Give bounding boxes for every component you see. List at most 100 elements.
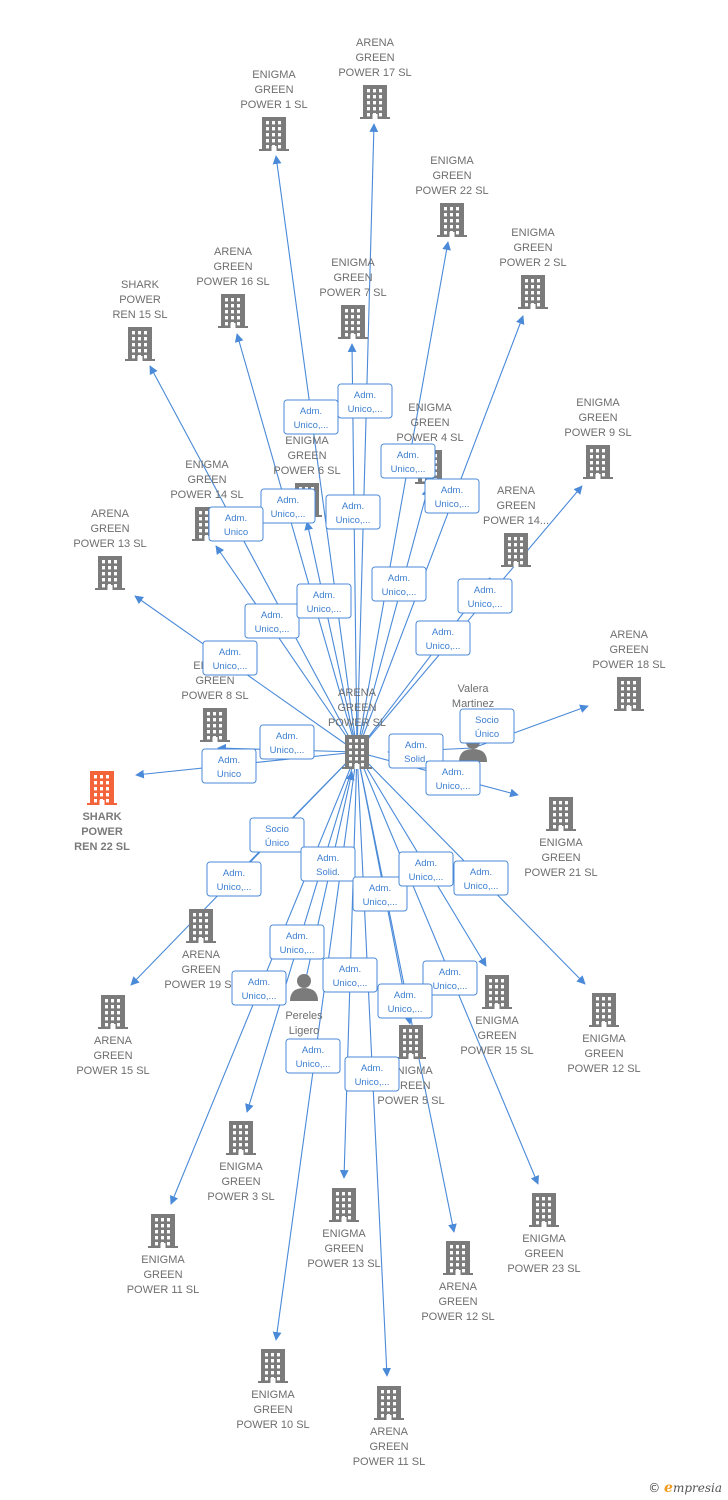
edge-label-center-c24[interactable]: Adm. Unico,...: [231, 970, 287, 1006]
edge-label-center-c12[interactable]: Adm.Unico,...: [415, 620, 471, 656]
edge-label-line: Adm.: [354, 390, 376, 401]
company-label-c9-line-1: ENIGMA: [576, 397, 620, 409]
edge-label-center-c26[interactable]: Adm.Unico,...: [422, 960, 478, 996]
edge-label-line: Adm.: [248, 977, 270, 988]
edge-label-line: Adm.: [432, 627, 454, 638]
company-label-c1-line-1: ENIGMA: [252, 69, 296, 81]
company-label-c22-line-2: GREEN: [391, 1080, 430, 1092]
company-building-icon-c12[interactable]: [501, 533, 531, 567]
company-label-c5-line-2: GREEN: [213, 261, 252, 273]
edge-label-center-c29[interactable]: Adm.Unico,...: [344, 1056, 400, 1092]
company-label-c2-line-2: GREEN: [355, 52, 394, 64]
company-building-icon-c25[interactable]: [329, 1188, 359, 1222]
company-building-icon-c22[interactable]: [396, 1025, 426, 1059]
edge-label-center-c16[interactable]: Adm.Unico: [201, 748, 257, 784]
edge-label-center-c11[interactable]: Adm.Unico,...: [244, 603, 300, 639]
edge-label-center-c2[interactable]: Adm.Unico,...: [337, 383, 393, 419]
edge-label-p1-center[interactable]: Adm.Solid.: [388, 733, 444, 769]
company-label-c27-line-3: POWER 12 SL: [421, 1311, 494, 1323]
company-building-icon-c6[interactable]: [125, 327, 155, 361]
company-building-icon-c18[interactable]: [186, 909, 216, 943]
company-label-c10-line-2: GREEN: [287, 450, 326, 462]
company-label-c7-line-3: POWER 7 SL: [319, 287, 386, 299]
edge-label-center-c6[interactable]: Adm.Unico: [208, 506, 264, 542]
edge-label-center-c15[interactable]: Adm.Unico,...: [259, 724, 315, 760]
edge-label-line: Adm.: [317, 853, 339, 864]
company-label-c4-line-1: ENIGMA: [511, 227, 555, 239]
company-building-icon-c28[interactable]: [258, 1349, 288, 1383]
center-company-building-icon[interactable]: [342, 735, 372, 769]
edge-label-center-c22[interactable]: Adm.Unico,...: [398, 851, 454, 887]
company-building-icon-c2[interactable]: [360, 85, 390, 119]
edge-label-center-c9[interactable]: Adm.Unico,...: [457, 578, 513, 614]
company-label-c14-line-1: ARENA: [610, 629, 649, 641]
company-label-c25-line-1: ENIGMA: [322, 1228, 366, 1240]
edge-label-center-c27[interactable]: Adm.Unico,...: [377, 983, 433, 1019]
edge-center-c4: [356, 315, 525, 753]
edge-label-center-c7[interactable]: Adm.Unico,...: [325, 494, 381, 530]
company-building-icon-c19[interactable]: [98, 995, 128, 1029]
edge-label-center-c13[interactable]: Adm.Unico,...: [202, 640, 258, 676]
company-building-icon-c23[interactable]: [226, 1121, 256, 1155]
company-label-c13-line-2: GREEN: [90, 523, 129, 535]
edge-label-center-c17[interactable]: Adm.Unico,...: [425, 760, 481, 796]
company-label-c9-line-3: POWER 9 SL: [564, 427, 631, 439]
company-building-icon-c20[interactable]: [482, 975, 512, 1009]
edge-label-center-c18[interactable]: Adm.Unico,...: [206, 861, 262, 897]
edge-label-center-c8[interactable]: Adm.Unico,...: [371, 566, 427, 602]
company-building-icon-c24[interactable]: [148, 1214, 178, 1248]
company-building-icon-c21[interactable]: [589, 993, 619, 1027]
company-label-c13-line-1: ARENA: [91, 508, 130, 520]
company-building-icon-c4[interactable]: [518, 275, 548, 309]
empresia-footer[interactable]: © empresia: [648, 1480, 722, 1496]
company-building-icon-c16[interactable]: [87, 771, 117, 805]
company-label-c2-line-3: POWER 17 SL: [338, 67, 411, 79]
company-building-icon-c13[interactable]: [95, 556, 125, 590]
company-label-c17-line-2: GREEN: [541, 852, 580, 864]
company-building-icon-c26[interactable]: [529, 1193, 559, 1227]
person-icon-p2[interactable]: [290, 974, 318, 1001]
edge-label-p2-center[interactable]: Adm.Solid.: [300, 846, 356, 882]
edge-center-c9: [356, 485, 583, 753]
company-building-icon-c3[interactable]: [437, 203, 467, 237]
edge-label-center-c20[interactable]: Adm.Unico,...: [269, 924, 325, 960]
company-label-c27-line-1: ARENA: [439, 1281, 478, 1293]
company-building-icon-c29[interactable]: [374, 1386, 404, 1420]
company-building-icon-c15[interactable]: [200, 708, 230, 742]
company-label-c21-line-3: POWER 12 SL: [567, 1063, 640, 1075]
edge-label-center-c5[interactable]: Adm.Unico,...: [260, 488, 316, 524]
company-building-icon-c5[interactable]: [218, 294, 248, 328]
edge-label-center-c4[interactable]: Adm.Unico,...: [424, 478, 480, 514]
edge-label-line: Unico,...: [217, 882, 252, 893]
company-label-c20-line-3: POWER 15 SL: [460, 1045, 533, 1057]
company-building-icon-c17[interactable]: [546, 797, 576, 831]
company-building-icon-c27[interactable]: [443, 1241, 473, 1275]
edge-label-center-c23[interactable]: Adm.Unico,...: [453, 860, 509, 896]
company-label-c26-line-3: POWER 23 SL: [507, 1263, 580, 1275]
company-building-icon-c1[interactable]: [259, 117, 289, 151]
edge-center-c1: [272, 155, 358, 753]
company-building-icon-c7[interactable]: [338, 305, 368, 339]
empresia-logo-text: mpresia: [672, 1481, 722, 1495]
edge-label-line: Unico,...: [242, 991, 277, 1002]
company-label-c27-line-2: GREEN: [438, 1296, 477, 1308]
edge-label-center-c1[interactable]: Adm.Unico,...: [283, 399, 339, 435]
edge-label-line: Unico,...: [294, 420, 329, 431]
edge-label-line: Unico,...: [271, 509, 306, 520]
edge-label-center-c25[interactable]: Adm.Unico,...: [322, 957, 378, 993]
edge-label-center-c10[interactable]: Adm.Unico,...: [296, 583, 352, 619]
edge-label-center-c21[interactable]: Adm.Unico,...: [352, 876, 408, 912]
edge-label-line: Unico,...: [307, 604, 342, 615]
company-label-c18-line-3: POWER 19 SL: [164, 979, 237, 991]
company-label-c4-line-2: GREEN: [513, 242, 552, 254]
company-label-c26-line-2: GREEN: [524, 1248, 563, 1260]
company-label-c5-line-3: POWER 16 SL: [196, 276, 269, 288]
edge-label-line: Adm.: [342, 501, 364, 512]
edge-label-center-c28[interactable]: Adm.Unico,...: [285, 1038, 341, 1074]
company-building-icon-c14[interactable]: [614, 677, 644, 711]
company-building-icon-c9[interactable]: [583, 445, 613, 479]
edge-label-center-c3[interactable]: Adm.Unico,...: [380, 443, 436, 479]
edge-label-line: Adm.: [261, 610, 283, 621]
